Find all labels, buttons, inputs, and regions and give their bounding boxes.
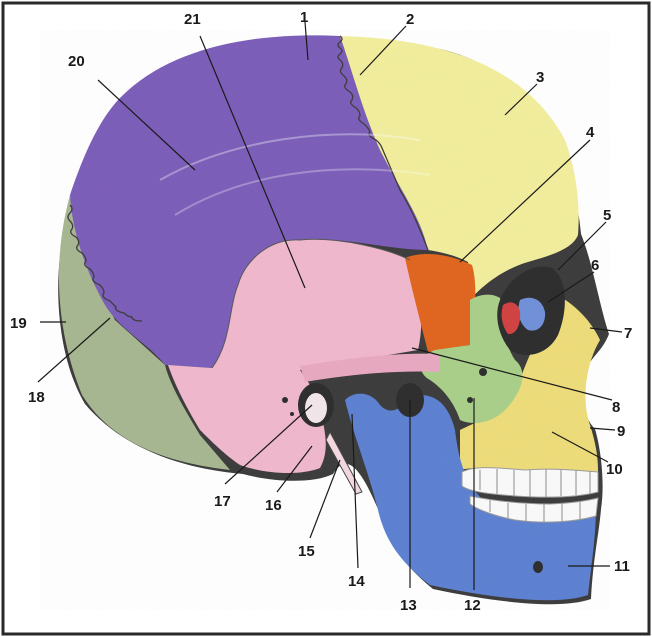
label-5: 5 xyxy=(603,207,611,224)
label-9: 9 xyxy=(617,423,625,440)
label-7: 7 xyxy=(624,325,632,342)
label-21: 21 xyxy=(184,11,201,28)
label-1: 1 xyxy=(300,9,308,26)
label-8: 8 xyxy=(612,399,620,416)
label-19: 19 xyxy=(10,315,27,332)
label-3: 3 xyxy=(536,69,544,86)
label-12: 12 xyxy=(464,597,481,614)
label-11: 11 xyxy=(614,558,630,575)
label-10: 10 xyxy=(606,461,623,478)
label-20: 20 xyxy=(68,53,85,70)
label-16: 16 xyxy=(265,497,282,514)
label-17: 17 xyxy=(214,493,231,510)
label-13: 13 xyxy=(400,597,417,614)
label-4: 4 xyxy=(586,124,595,141)
label-14: 14 xyxy=(348,573,365,590)
label-15: 15 xyxy=(298,543,315,560)
label-2: 2 xyxy=(406,11,414,28)
label-18: 18 xyxy=(28,389,45,406)
texture-overlay xyxy=(40,30,610,610)
label-6: 6 xyxy=(591,257,599,274)
